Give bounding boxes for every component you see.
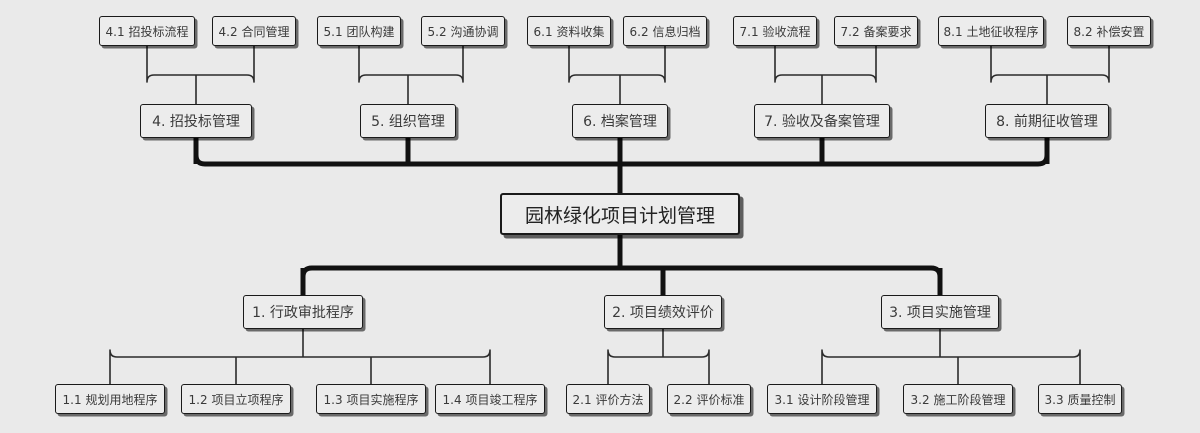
node-label: 1.1 规划用地程序 xyxy=(62,392,158,407)
leaf-node-b1-3[interactable]: 1.4 项目竣工程序 xyxy=(435,384,545,414)
branch-node-b4[interactable]: 4. 招投标管理 xyxy=(140,104,252,138)
node-label: 6. 档案管理 xyxy=(583,114,657,130)
subbus-b1 xyxy=(109,349,491,384)
branch-node-b5[interactable]: 5. 组织管理 xyxy=(360,104,456,138)
node-label: 5.1 团队构建 xyxy=(323,24,395,39)
leaf-node-b8-0[interactable]: 8.1 土地征收程序 xyxy=(938,16,1044,46)
leaf-node-b4-1[interactable]: 4.2 合同管理 xyxy=(212,16,296,46)
leaf-node-b3-2[interactable]: 3.3 质量控制 xyxy=(1038,384,1122,414)
leaf-node-b5-0[interactable]: 5.1 团队构建 xyxy=(317,16,401,46)
node-label: 2.2 评价标准 xyxy=(673,392,745,407)
node-label: 4.2 合同管理 xyxy=(218,24,290,39)
leaf-node-b7-0[interactable]: 7.1 验收流程 xyxy=(733,16,817,46)
leaf-node-b7-1[interactable]: 7.2 备案要求 xyxy=(834,16,918,46)
leaf-node-b5-1[interactable]: 5.2 沟通协调 xyxy=(421,16,505,46)
leaf-node-b4-0[interactable]: 4.1 招投标流程 xyxy=(99,16,195,46)
node-label: 8.1 土地征收程序 xyxy=(943,24,1039,39)
node-label: 7.1 验收流程 xyxy=(739,24,811,39)
subbus-b5 xyxy=(358,46,464,83)
node-label: 1.3 项目实施程序 xyxy=(323,392,419,407)
node-label: 6.2 信息归档 xyxy=(629,24,701,39)
branch-node-b3[interactable]: 3. 项目实施管理 xyxy=(881,295,999,329)
leaf-node-b3-1[interactable]: 3.2 施工阶段管理 xyxy=(903,384,1013,414)
subbus-b8 xyxy=(990,46,1110,83)
branch-node-b8[interactable]: 8. 前期征收管理 xyxy=(985,104,1109,138)
node-label: 3.1 设计阶段管理 xyxy=(774,392,870,407)
node-label: 8. 前期征收管理 xyxy=(996,114,1098,130)
bus-top xyxy=(193,154,1050,167)
branch-node-b2[interactable]: 2. 项目绩效评价 xyxy=(604,295,722,329)
node-label: 2.1 评价方法 xyxy=(572,392,644,407)
leaf-node-b8-1[interactable]: 8.2 补偿安置 xyxy=(1067,16,1151,46)
leaf-node-b6-1[interactable]: 6.2 信息归档 xyxy=(623,16,707,46)
center-node[interactable]: 园林绿化项目计划管理 xyxy=(500,193,740,235)
branch-node-b1[interactable]: 1. 行政审批程序 xyxy=(243,295,363,329)
node-label: 3.3 质量控制 xyxy=(1044,392,1116,407)
node-label: 4. 招投标管理 xyxy=(152,114,240,130)
leaf-node-b2-0[interactable]: 2.1 评价方法 xyxy=(566,384,650,414)
leaf-node-b2-1[interactable]: 2.2 评价标准 xyxy=(667,384,751,414)
leaf-node-b1-1[interactable]: 1.2 项目立项程序 xyxy=(181,384,291,414)
subbus-b6 xyxy=(568,46,666,83)
node-label: 1.4 项目竣工程序 xyxy=(442,392,538,407)
node-label: 3. 项目实施管理 xyxy=(889,305,991,321)
node-label: 1.2 项目立项程序 xyxy=(188,392,284,407)
branch-node-b7[interactable]: 7. 验收及备案管理 xyxy=(754,104,890,138)
node-label: 8.2 补偿安置 xyxy=(1073,24,1145,39)
node-label: 6.1 资料收集 xyxy=(533,24,605,39)
node-label: 3.2 施工阶段管理 xyxy=(910,392,1006,407)
subbus-b7 xyxy=(774,46,877,83)
node-label: 7. 验收及备案管理 xyxy=(764,114,880,130)
subbus-b2 xyxy=(607,349,710,384)
bus-bottom xyxy=(300,265,943,278)
subbus-b3 xyxy=(821,349,1081,384)
subbus-b4 xyxy=(146,46,255,83)
node-label: 4.1 招投标流程 xyxy=(105,24,189,39)
node-label: 园林绿化项目计划管理 xyxy=(524,204,715,227)
leaf-node-b1-2[interactable]: 1.3 项目实施程序 xyxy=(316,384,426,414)
node-label: 5. 组织管理 xyxy=(371,114,445,130)
node-label: 1. 行政审批程序 xyxy=(252,305,354,321)
node-label: 5.2 沟通协调 xyxy=(427,24,499,39)
branch-node-b6[interactable]: 6. 档案管理 xyxy=(572,104,668,138)
leaf-node-b3-0[interactable]: 3.1 设计阶段管理 xyxy=(767,384,877,414)
leaf-node-b6-0[interactable]: 6.1 资料收集 xyxy=(527,16,611,46)
node-label: 2. 项目绩效评价 xyxy=(612,305,714,321)
leaf-node-b1-0[interactable]: 1.1 规划用地程序 xyxy=(55,384,165,414)
node-label: 7.2 备案要求 xyxy=(840,24,912,39)
